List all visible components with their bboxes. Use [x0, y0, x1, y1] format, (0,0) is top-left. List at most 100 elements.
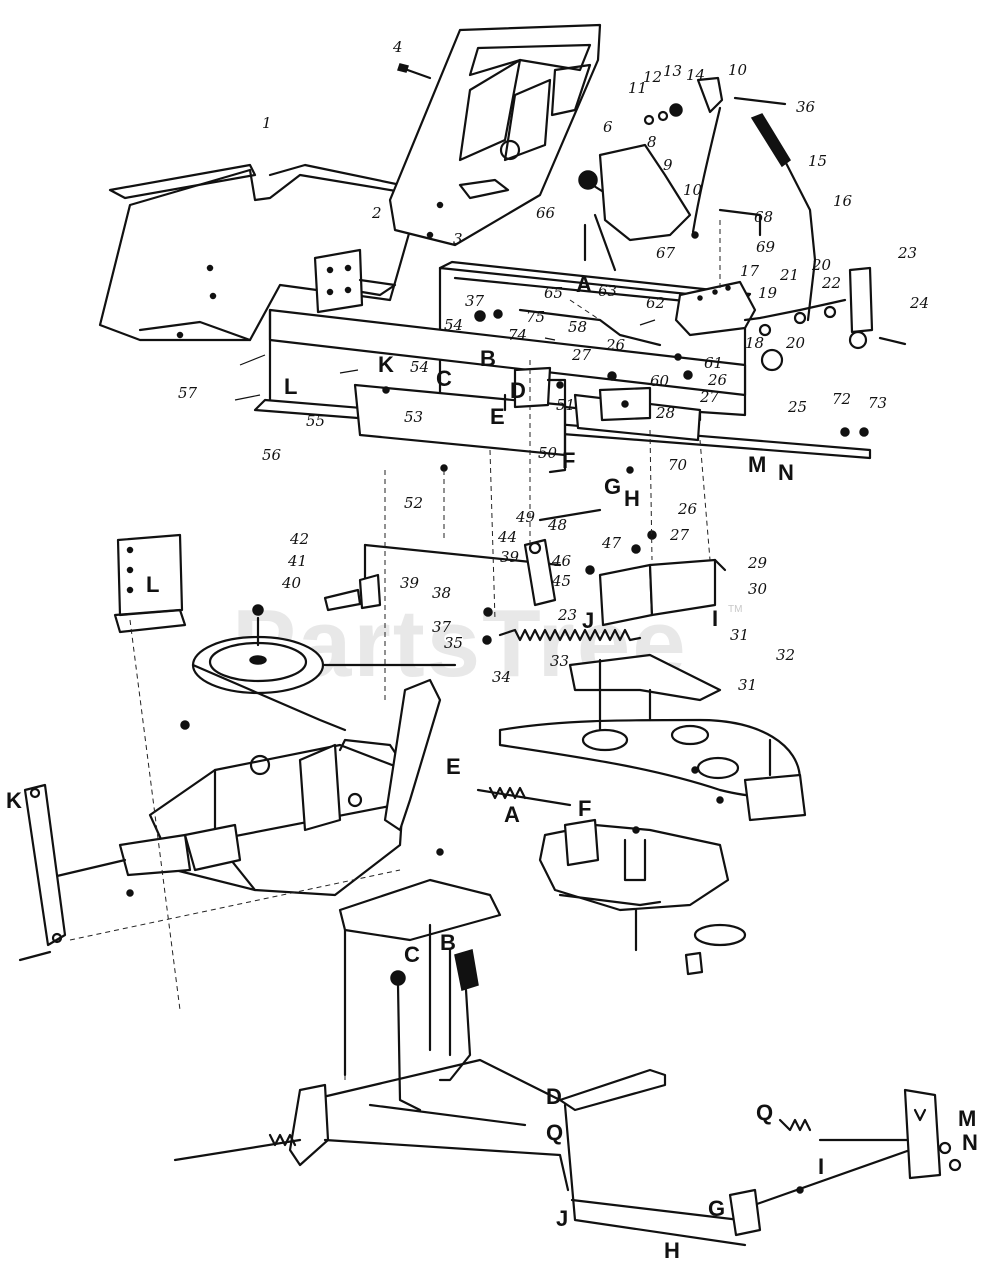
leader-lines — [69, 220, 721, 1080]
shift-rod — [323, 543, 562, 612]
callout-29: 29 — [747, 554, 768, 572]
bracket-29 — [598, 558, 727, 627]
callout-27b: 27 — [699, 388, 720, 406]
pedal-assembly — [674, 266, 907, 372]
callout-22: 22 — [821, 274, 841, 292]
callout-37b: 37 — [432, 618, 452, 636]
hardware-bits — [126, 309, 869, 1194]
callout-15: 15 — [808, 152, 827, 170]
mounting-bracket — [313, 248, 397, 314]
callout-17: 17 — [740, 262, 760, 280]
letter-e-mid: E — [446, 754, 461, 779]
callout-1: 1 — [262, 114, 272, 132]
callout-4: 4 — [392, 38, 403, 56]
letter-callouts: A A B B C C D D E E F F G G H H I I J J … — [6, 272, 978, 1263]
callout-16: 16 — [833, 192, 853, 210]
drive-pulley — [191, 616, 457, 732]
letter-m-bottom: M — [958, 1106, 976, 1131]
callout-25: 25 — [787, 398, 807, 416]
callout-46: 46 — [551, 552, 572, 570]
throttle-assembly — [578, 76, 787, 272]
axle-arm — [18, 783, 67, 962]
callout-27a: 27 — [571, 346, 592, 364]
callout-54b: 54 — [410, 358, 429, 376]
callout-63: 63 — [598, 282, 617, 300]
callout-37a: 37 — [465, 292, 485, 310]
callout-10b: 10 — [683, 181, 703, 199]
letter-d-bottom: D — [546, 1084, 562, 1109]
callout-19: 19 — [758, 284, 778, 302]
callout-66: 66 — [536, 204, 556, 222]
lift-bracket — [338, 878, 502, 1077]
callout-28: 28 — [655, 404, 675, 422]
callout-72: 72 — [832, 390, 851, 408]
callout-40: 40 — [281, 574, 302, 592]
callout-8: 8 — [647, 133, 657, 151]
letter-h-top: H — [624, 486, 640, 511]
callout-10a: 10 — [728, 61, 748, 79]
callout-52: 52 — [404, 494, 423, 512]
mower-belt — [498, 718, 807, 822]
callout-3: 3 — [453, 230, 463, 248]
callout-58: 58 — [568, 318, 587, 336]
callout-26a: 26 — [605, 336, 626, 354]
callout-57: 57 — [178, 384, 198, 402]
callout-20a: 20 — [811, 256, 832, 274]
callout-18: 18 — [745, 334, 764, 352]
callout-14: 14 — [686, 66, 705, 84]
callout-68: 68 — [754, 208, 773, 226]
cross-shaft — [173, 1058, 570, 1192]
callout-27c: 27 — [669, 526, 690, 544]
brackets-center — [513, 366, 652, 474]
callout-49: 49 — [515, 508, 536, 526]
callout-20b: 20 — [785, 334, 806, 352]
callout-26c: 26 — [677, 500, 698, 518]
callout-24: 24 — [909, 294, 929, 312]
callout-31a: 31 — [730, 626, 749, 644]
tension-spring — [498, 628, 642, 642]
main-plate — [253, 308, 872, 460]
callout-42: 42 — [289, 530, 309, 548]
callout-60: 60 — [650, 372, 670, 390]
callout-50: 50 — [538, 444, 558, 462]
lift-handle — [558, 1068, 917, 1247]
callout-30: 30 — [748, 580, 768, 598]
letter-q-right: Q — [756, 1100, 773, 1125]
callout-44: 44 — [497, 528, 517, 546]
letter-l-top: L — [284, 374, 297, 399]
callout-12: 12 — [643, 68, 662, 86]
callout-70: 70 — [668, 456, 688, 474]
letter-f-mid: F — [578, 796, 591, 821]
letter-c-top: C — [436, 366, 452, 391]
fender-panel — [98, 163, 427, 342]
letter-h-bottom: H — [664, 1238, 680, 1263]
callout-53: 53 — [404, 408, 423, 426]
letter-b-bottom: B — [440, 930, 456, 955]
callout-26b: 26 — [707, 371, 728, 389]
letter-f-top: F — [562, 448, 575, 473]
letter-e-top: E — [490, 404, 505, 429]
letter-n-bottom: N — [962, 1130, 978, 1155]
letter-j-mid: J — [582, 608, 594, 633]
letter-b-top: B — [480, 346, 496, 371]
watermark-tm: TM — [728, 604, 742, 615]
letter-c-bottom: C — [404, 942, 420, 967]
callout-35: 35 — [444, 634, 463, 652]
callout-45: 45 — [551, 572, 571, 590]
callout-6: 6 — [603, 118, 613, 136]
callout-47: 47 — [601, 534, 622, 552]
callout-67: 67 — [656, 244, 676, 262]
letter-g-top: G — [604, 474, 621, 499]
callout-62: 62 — [646, 294, 665, 312]
idler-arm — [568, 653, 722, 742]
callout-2: 2 — [371, 204, 382, 222]
callout-36: 36 — [796, 98, 816, 116]
callout-11: 11 — [628, 79, 647, 97]
callout-54a: 54 — [444, 316, 463, 334]
callout-51: 51 — [556, 396, 575, 414]
letter-j-bottom: J — [556, 1206, 568, 1231]
link-spring-a — [476, 786, 572, 807]
letter-m-top: M — [748, 452, 766, 477]
lever-39 — [523, 508, 602, 607]
